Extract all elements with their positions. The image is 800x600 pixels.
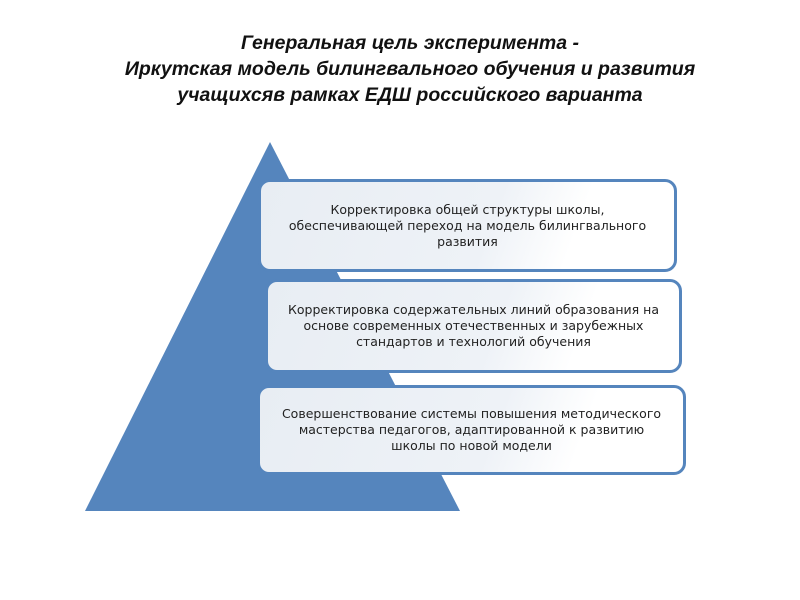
level-3-text: Совершенствование системы повышения мето… (281, 406, 662, 453)
pyramid-level-1: Корректировка общей структуры школы, обе… (258, 179, 677, 272)
pyramid-level-2: Корректировка содержательных линий образ… (265, 279, 682, 373)
level-1-text: Корректировка общей структуры школы, обе… (288, 201, 647, 249)
title-line-2: Иркутская модель билингвального обучения… (124, 58, 696, 80)
level-2-text: Корректировка содержательных линий образ… (287, 302, 660, 349)
title-line-1: Генеральная цель эксперимента - (241, 32, 579, 54)
title-line-3: учащихсяв рамках ЕДШ российского вариант… (177, 84, 643, 106)
pyramid-level-3: Совершенствование системы повышения мето… (257, 385, 686, 475)
slide-title: Генеральная цель эксперимента - Иркутска… (60, 30, 760, 108)
